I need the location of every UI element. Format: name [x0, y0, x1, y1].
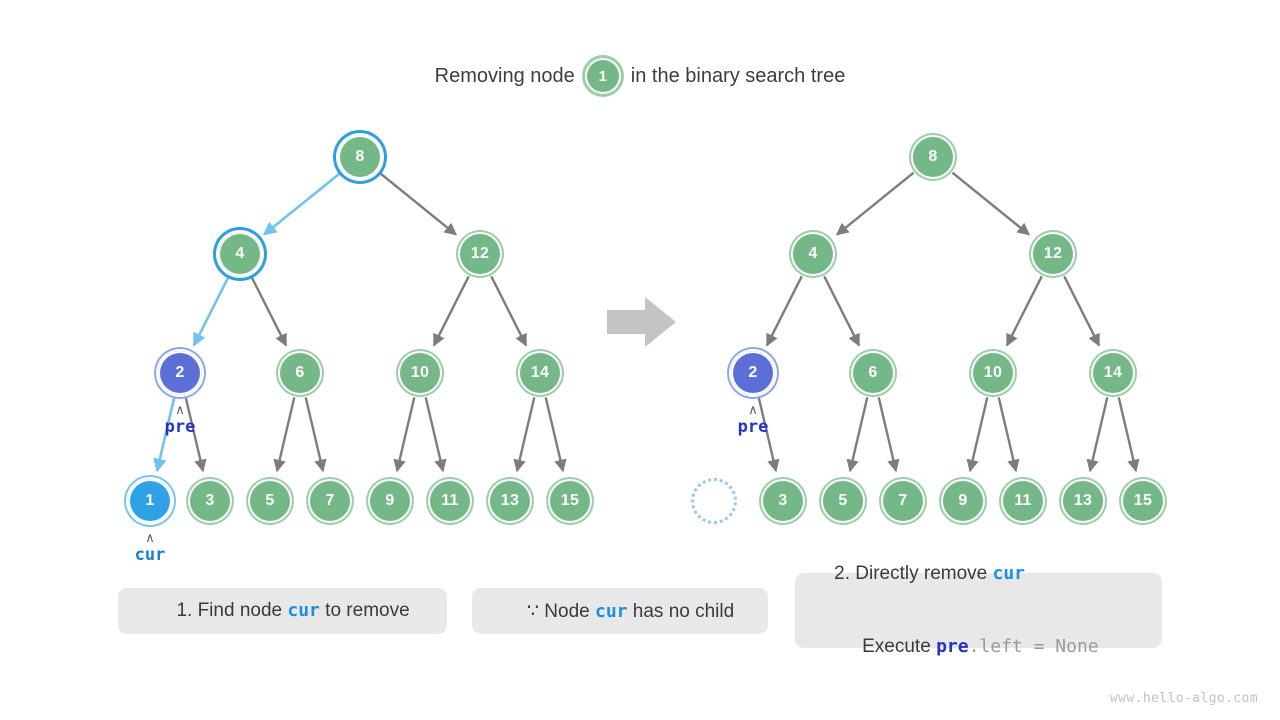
tree-edge — [378, 171, 458, 236]
tree-edge — [757, 397, 780, 473]
caption-reason-prefix: ∵ Node — [526, 600, 595, 622]
tree-node-15: 15 — [548, 479, 592, 523]
page-title: Removing node 1 in the binary search tre… — [0, 56, 1280, 96]
caption-step1-keyword: cur — [287, 600, 320, 621]
tree-edge — [846, 397, 869, 473]
removed-node-placeholder — [691, 478, 737, 524]
tree-edge — [835, 171, 915, 236]
tree-edge — [951, 171, 1031, 236]
tree-node-14: 14 — [1091, 351, 1135, 395]
transition-arrow-icon — [607, 297, 676, 347]
caret-up-icon: ∧ — [175, 403, 185, 418]
tree-node-13: 13 — [1061, 479, 1105, 523]
caption-step2-line1-prefix: 2. Directly remove — [834, 563, 993, 584]
tree-node-8: 8 — [911, 135, 955, 179]
caption-step1-suffix: to remove — [319, 600, 410, 621]
caption-step2-line2-suffix: .left = None — [968, 636, 1099, 657]
caption-step-2: 2. Directly remove cur Execute pre.left … — [795, 563, 1162, 657]
tree-edge — [424, 397, 447, 473]
tree-edge — [153, 397, 176, 473]
tree-node-10: 10 — [971, 351, 1015, 395]
tree-node-8: 8 — [338, 135, 382, 179]
tree-edge — [393, 397, 416, 473]
caption-step-1: 1. Find node cur to remove — [118, 588, 447, 634]
pointer-label-pre: ∧pre — [164, 403, 196, 437]
tree-node-5: 5 — [821, 479, 865, 523]
caret-up-icon: ∧ — [748, 403, 758, 418]
caret-up-icon: ∧ — [145, 531, 155, 546]
tree-edge — [966, 397, 989, 473]
tree-node-3: 3 — [761, 479, 805, 523]
tree-edge — [1005, 275, 1043, 347]
caption-step2-line2-prefix: Execute — [862, 636, 937, 657]
pointer-label-pre: ∧pre — [737, 403, 769, 437]
tree-node-2: 2 — [158, 351, 202, 395]
tree-node-7: 7 — [308, 479, 352, 523]
caption-reason: ∵ Node cur has no child — [472, 588, 768, 634]
tree-node-11: 11 — [1001, 479, 1045, 523]
caption-reason-keyword: cur — [595, 600, 628, 622]
tree-edge — [544, 397, 567, 473]
tree-edge — [1063, 275, 1101, 347]
watermark: www.hello-algo.com — [1109, 691, 1258, 706]
title-prefix: Removing node — [434, 64, 575, 87]
tree-edge — [250, 275, 288, 347]
tree-edge — [262, 171, 342, 236]
tree-node-15: 15 — [1121, 479, 1165, 523]
caption-step2-line2-keyword: pre — [936, 636, 969, 657]
tree-node-11: 11 — [428, 479, 472, 523]
tree-edge — [192, 275, 230, 347]
tree-node-2: 2 — [731, 351, 775, 395]
title-suffix: in the binary search tree — [630, 64, 846, 87]
tree-edge — [1117, 397, 1140, 473]
pointer-text: cur — [134, 545, 166, 565]
tree-node-1: 1 — [128, 479, 172, 523]
tree-edge — [490, 275, 528, 347]
pointer-text: pre — [164, 417, 196, 437]
tree-node-13: 13 — [488, 479, 532, 523]
tree-node-14: 14 — [518, 351, 562, 395]
pointer-text: pre — [737, 417, 769, 437]
caption-step2-line1: 2. Directly remove cur — [813, 541, 1144, 607]
tree-node-4: 4 — [218, 232, 262, 276]
tree-edge — [513, 397, 536, 473]
tree-edge — [823, 275, 861, 347]
edge-layer — [153, 171, 1140, 473]
caption-step2-line2: Execute pre.left = None — [813, 614, 1144, 680]
tree-node-3: 3 — [188, 479, 232, 523]
tree-edge — [877, 397, 900, 473]
tree-edge — [432, 275, 470, 347]
tree-node-6: 6 — [851, 351, 895, 395]
pointer-label-cur: ∧cur — [134, 531, 166, 565]
tree-edge — [304, 397, 327, 473]
tree-edge — [1086, 397, 1109, 473]
tree-edge — [273, 397, 296, 473]
tree-node-5: 5 — [248, 479, 292, 523]
tree-node-9: 9 — [941, 479, 985, 523]
caption-step2-line1-keyword: cur — [992, 563, 1026, 584]
tree-edge — [997, 397, 1020, 473]
caption-step1-prefix: 1. Find node — [176, 600, 288, 621]
tree-node-4: 4 — [791, 232, 835, 276]
tree-node-7: 7 — [881, 479, 925, 523]
tree-node-12: 12 — [1031, 232, 1075, 276]
tree-edge — [184, 397, 207, 473]
tree-edge — [765, 275, 803, 347]
tree-node-10: 10 — [398, 351, 442, 395]
caption-reason-suffix: has no child — [627, 600, 735, 622]
tree-node-12: 12 — [458, 232, 502, 276]
tree-node-9: 9 — [368, 479, 412, 523]
title-node-badge: 1 — [584, 58, 621, 94]
tree-node-6: 6 — [278, 351, 322, 395]
